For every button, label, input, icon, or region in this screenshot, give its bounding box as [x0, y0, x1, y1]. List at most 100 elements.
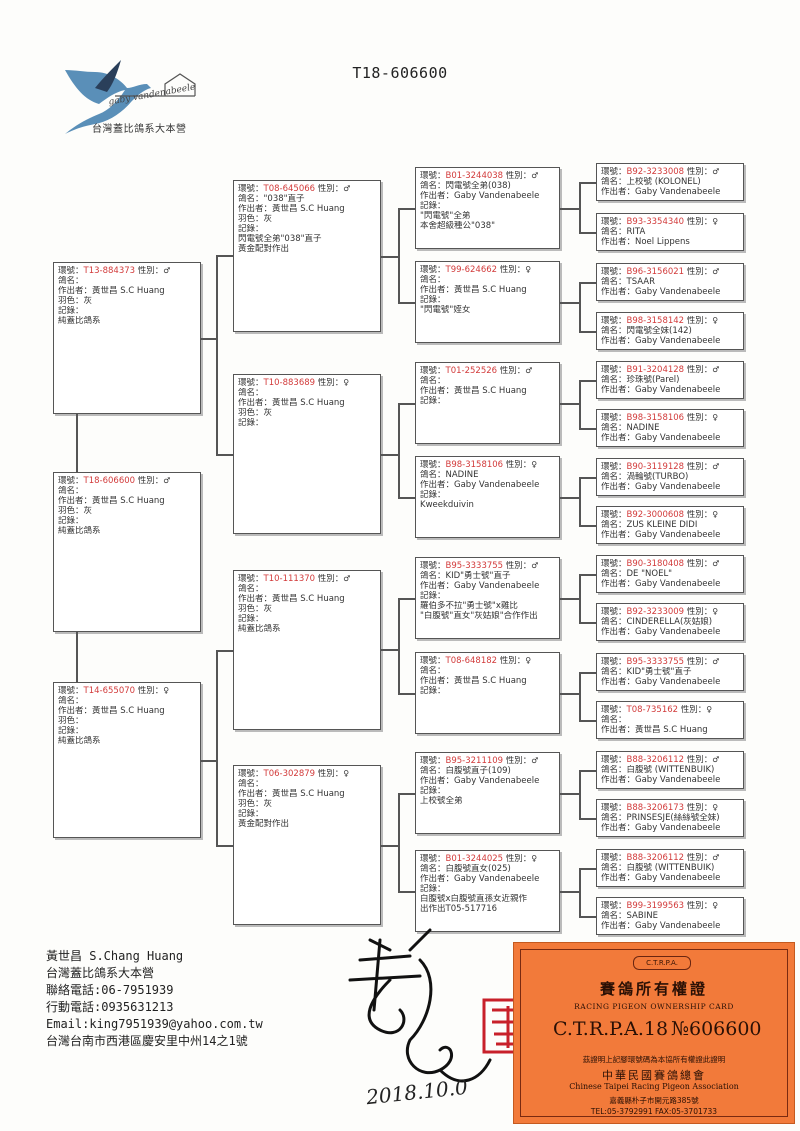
bird-note: 上校號全弟 — [420, 796, 463, 806]
connector-line — [579, 182, 596, 184]
ring-number: B88-3206112 — [626, 755, 685, 765]
ring-row: 環號：B90-3180408 性別：♂ — [601, 559, 739, 569]
bird-note: 出作出T05-517716 — [420, 904, 498, 914]
bird-color: 羽色：灰 — [238, 408, 273, 418]
page-title: T18-606600 — [352, 64, 448, 82]
sex-symbol: ♀ — [531, 460, 538, 469]
ring-row: 環號：B88-3206173 性別：♀ — [601, 803, 739, 813]
ownership-certificate: C.T.R.P.A. 賽鴿所有權證 RACING PIGEON OWNERSHI… — [513, 942, 795, 1124]
bird-name: 鴿名：ZUS KLEINE DIDI — [601, 520, 698, 530]
ring-label: 環號： — [420, 561, 446, 571]
sex-label: 性別： — [684, 607, 713, 617]
cert-number: №606600 — [671, 1018, 762, 1040]
connector-line — [398, 891, 415, 893]
ring-number: T08-648182 — [445, 656, 498, 666]
sex-label: 性別： — [503, 460, 532, 470]
sex-symbol: ♂ — [163, 266, 171, 275]
ring-number: B95-3333755 — [626, 657, 685, 667]
ring-label: 環號： — [238, 378, 264, 388]
bird-name: 鴿名：SABINE — [601, 911, 658, 921]
sex-symbol: ♀ — [343, 769, 350, 778]
connector-line — [381, 454, 399, 456]
bird-color: 羽色： — [58, 716, 84, 726]
ring-number: T01-252526 — [445, 366, 498, 376]
sex-symbol: ♂ — [712, 462, 720, 471]
connector-line — [579, 282, 596, 284]
ring-number: T08-735162 — [626, 705, 679, 715]
ring-row: 環號：T13-884373 性別：♂ — [58, 266, 196, 276]
ring-row: 環號：T08-648182 性別：♀ — [420, 656, 555, 666]
bird-name: 鴿名：CINDERELLA(灰姑娘) — [601, 617, 713, 627]
sex-symbol: ♀ — [706, 705, 713, 714]
connector-line — [398, 598, 400, 693]
sex-symbol: ♀ — [712, 901, 719, 910]
sex-symbol: ♂ — [163, 476, 171, 485]
ring-number: B93-3354340 — [626, 217, 685, 227]
connector-line — [398, 793, 400, 891]
bird-notes-label: 記錄： — [238, 809, 264, 819]
bird-notes-label: 記錄： — [58, 726, 84, 736]
connector-line — [560, 598, 580, 600]
ring-number: B88-3206112 — [626, 853, 685, 863]
connector-line — [579, 770, 581, 818]
bird-name: 鴿名： — [238, 779, 264, 789]
bird-name: 鴿名：NADINE — [601, 423, 660, 433]
ring-row: 環號：B98-3158142 性別：♀ — [601, 316, 739, 326]
connector-line — [398, 693, 415, 695]
ring-row: 環號：B92-3000608 性別：♀ — [601, 510, 739, 520]
bird-note: Kweekduivin — [420, 500, 474, 510]
ring-label: 環號： — [601, 365, 627, 375]
ring-label: 環號： — [420, 756, 446, 766]
bird-notes-label: 記錄： — [420, 490, 446, 500]
connector-line — [579, 182, 581, 232]
bird-note: "閃電號"全弟 — [420, 211, 471, 221]
ring-row: 環號：B90-3119128 性別：♂ — [601, 462, 739, 472]
connector-line — [579, 232, 596, 234]
connector-line — [579, 477, 581, 525]
ring-row: 環號：B91-3204128 性別：♂ — [601, 365, 739, 375]
sex-symbol: ♂ — [712, 853, 720, 862]
ring-row: 環號：B95-3211109 性別：♂ — [420, 756, 555, 766]
cert-address: 嘉義縣朴子市開元路385號 — [609, 1096, 699, 1105]
bird-color: 羽色：灰 — [238, 214, 273, 224]
bird-breeder: 作出者：Gaby Vandenabeele — [601, 287, 721, 297]
bird-breeder: 作出者：黃世昌 S.C Huang — [238, 789, 345, 799]
ring-label: 環號： — [601, 462, 627, 472]
cert-org-cn: 中華民國賽鴿總會 — [602, 1069, 706, 1082]
ring-label: 環號： — [58, 266, 84, 276]
connector-line — [579, 574, 581, 622]
bird-name: 鴿名： — [420, 275, 446, 285]
ring-number: B90-3119128 — [626, 462, 685, 472]
bird-notes-label: 記錄： — [420, 786, 446, 796]
connector-line — [579, 380, 581, 428]
bird-note: "閃電號"姪女 — [420, 305, 471, 315]
bird-breeder: 作出者：Gaby Vandenabeele — [601, 433, 721, 443]
bird-note: 羅伯多不拉"勇士號"x雞比 — [420, 601, 518, 611]
bird-note: 純蓋比鴿系 — [238, 624, 281, 634]
connector-line — [579, 380, 596, 382]
bird-breeder: 作出者：Gaby Vandenabeele — [601, 579, 721, 589]
bird-notes-label: 記錄： — [420, 686, 446, 696]
bird-name: 鴿名： — [601, 715, 627, 725]
connector-line — [398, 497, 415, 499]
pedigree-card-g12: 環號：T08-735162 性別：♀鴿名：作出者：黃世昌 S.C Huang — [596, 701, 744, 739]
ring-row: 環號：B96-3156021 性別：♂ — [601, 267, 739, 277]
bird-breeder: 作出者：Gaby Vandenabeele — [420, 581, 540, 591]
pedigree-card-dds: 環號：B95-3211109 性別：♂鴿名：白腹號直子(109)作出者：Gaby… — [415, 752, 560, 834]
ring-label: 環號： — [601, 853, 627, 863]
ring-row: 環號：T14-655070 性別：♀ — [58, 686, 196, 696]
connector-line — [201, 760, 217, 762]
bird-breeder: 作出者：Noel Lippens — [601, 237, 690, 247]
ring-number: T99-624662 — [445, 265, 498, 275]
connector-line — [560, 693, 580, 695]
ring-label: 環號： — [601, 413, 627, 423]
ring-label: 環號： — [420, 171, 446, 181]
bird-name: 鴿名： — [420, 666, 446, 676]
sex-symbol: ♀ — [531, 854, 538, 863]
